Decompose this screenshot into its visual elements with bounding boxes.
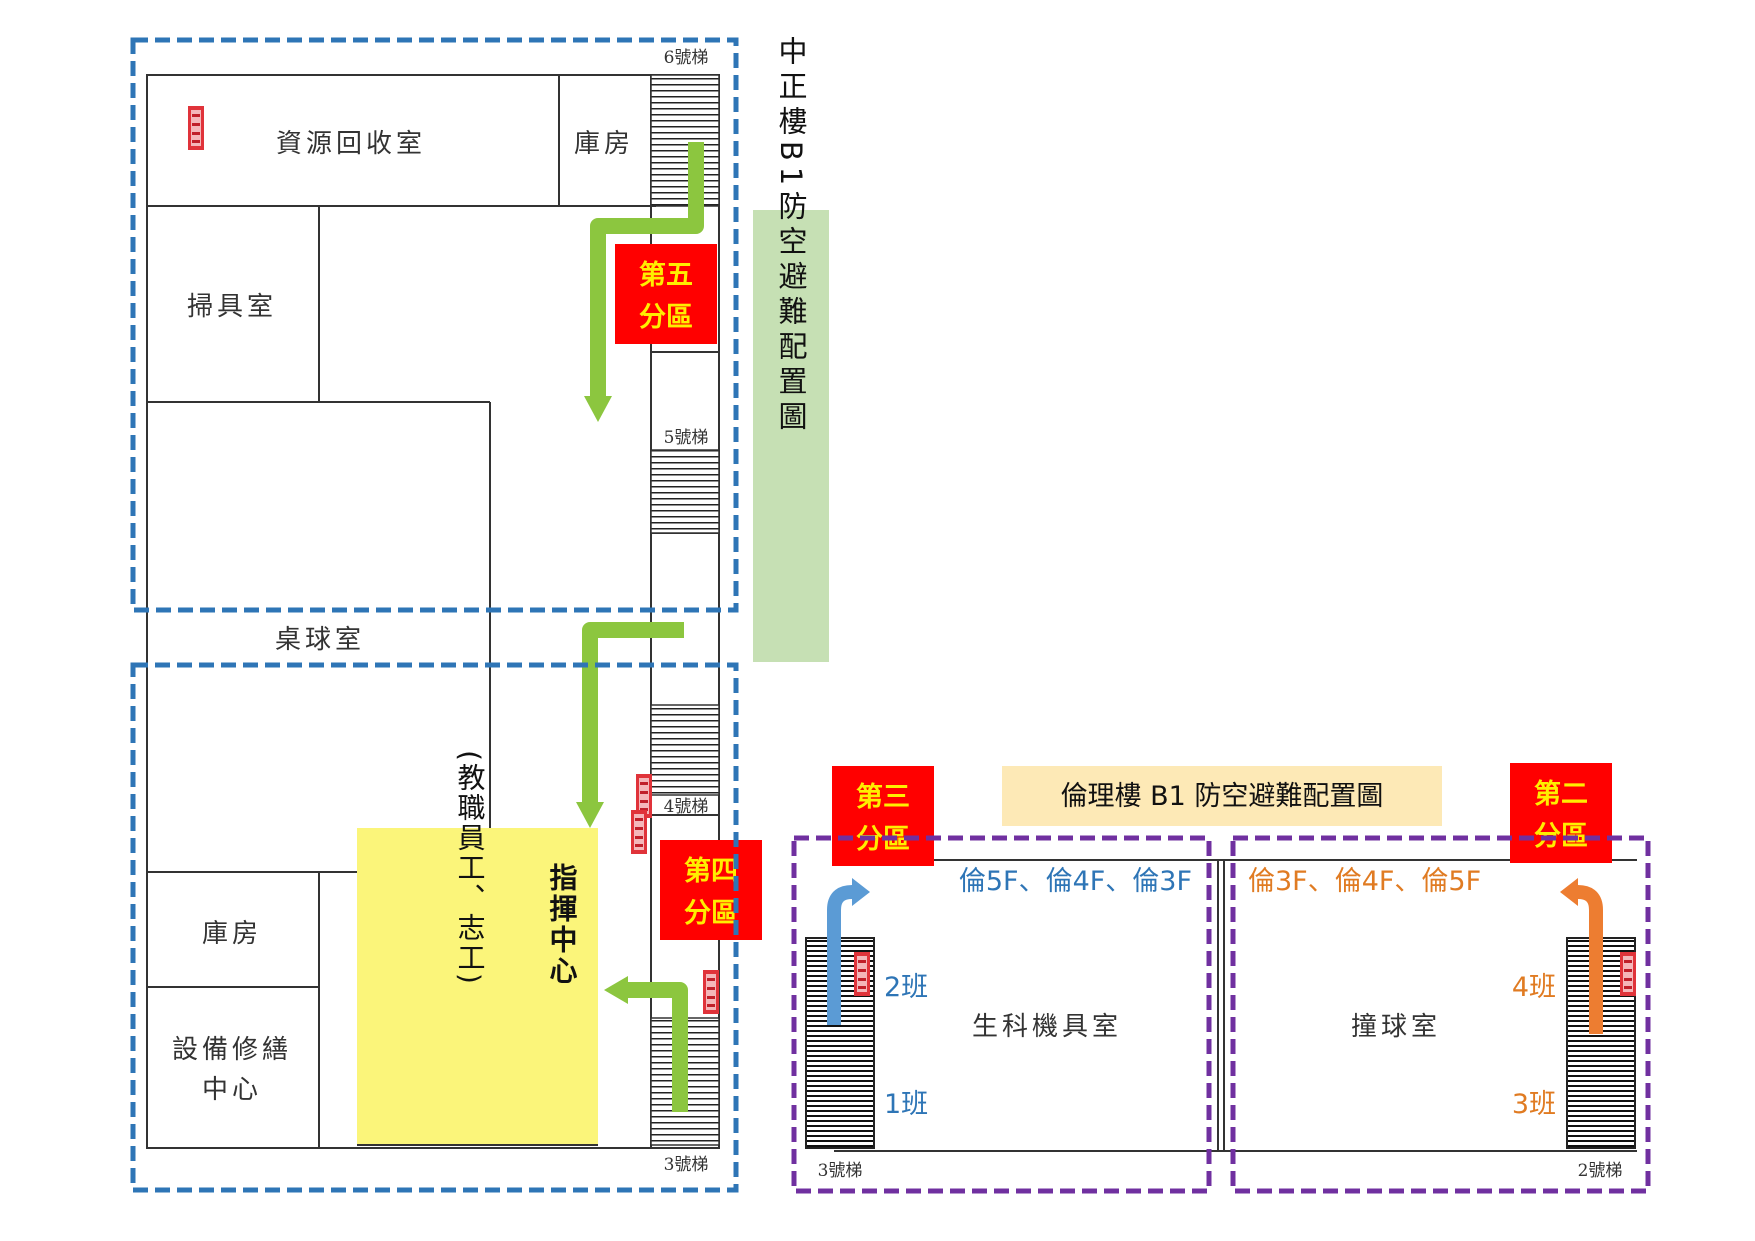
zone-5-line2: 分區 [639,302,693,333]
room-janitor: 掃具室 [187,292,277,322]
stair-4-treads [650,704,720,796]
district-lower-outline [130,662,739,1193]
zone-5-badge: 第五 分區 [615,244,717,344]
zone-4-badge: 第四 分區 [660,840,762,940]
zone-4-line2: 分區 [684,898,738,929]
extinguisher-icon [1620,952,1636,996]
room-storage-top: 庫房 [574,129,634,159]
extinguisher-icon [854,952,870,996]
evac-arrow-zone4 [582,622,684,806]
zone-4-line1: 第四 [684,855,738,887]
evac-arrow-command [626,982,688,1112]
zone-5-line1: 第五 [639,259,693,291]
floors-left: 倫5F、倫4F、倫3F [959,866,1192,897]
floors-right: 倫3F、倫4F、倫5F [1248,866,1481,897]
district-3-outline [791,835,1212,1194]
room-billiards: 桌球室 [275,625,365,655]
stair-6-treads [650,74,720,207]
zhongzheng-title: 中正樓B1防空避難配置圖 [774,35,808,436]
evac-arrow-left-up [827,885,856,1025]
room-pool-billiards: 撞球室 [1351,1012,1441,1042]
lunli-stair-3-label: 3號梯 [818,1161,863,1181]
zhongzheng-title-box [753,210,829,662]
lunli-title-box [1002,766,1442,826]
stair-3-label: 3號梯 [664,1155,709,1175]
zone-3-badge: 第三 分區 [832,766,934,866]
class-3-label: 3班 [1512,1089,1556,1120]
room-repair-line1: 設備修繕 [172,1035,292,1065]
class-4-label: 4班 [1512,972,1556,1003]
room-recycling: 資源回收室 [276,129,426,159]
zhongzheng-building: 資源回收室 庫房 掃具室 桌球室 庫房 設備修繕 中心 6號梯 5號梯 4號梯 … [130,35,829,1193]
command-center-title: 指揮中心 [546,863,579,987]
evac-arrow-zone5 [590,142,704,400]
stair-4-label: 4號梯 [664,797,709,817]
stair-6-label: 6號梯 [664,48,709,68]
room-repair-line2: 中心 [202,1075,262,1105]
command-center-staff: (教職員工、志工) [454,750,487,986]
zone-2-badge: 第二 分區 [1510,763,1612,863]
zone-3-line1: 第三 [856,781,910,813]
lunli-stair-2-label: 2號梯 [1578,1161,1623,1181]
stair-5-treads [650,449,720,534]
room-storage-bottom: 庫房 [202,919,262,949]
zone-2-line1: 第二 [1534,778,1588,810]
class-2-label: 2班 [884,972,928,1003]
command-center-area [357,828,598,1146]
district-upper-outline [130,37,739,613]
extinguisher-icon [703,970,719,1014]
district-2-outline [1230,835,1651,1194]
stair-5-label: 5號梯 [664,428,709,448]
lunli-building: 倫理樓 B1 防空避難配置圖 倫5F、倫4F、倫3F 倫3F、倫4F、倫5F 2… [791,763,1651,1194]
extinguisher-icon [631,810,647,854]
evac-arrow-right-up [1575,885,1603,1034]
lunli-title: 倫理樓 B1 防空避難配置圖 [1061,781,1384,812]
extinguisher-icon [188,106,204,150]
class-1-label: 1班 [884,1089,928,1120]
room-biology-equipment: 生科機具室 [972,1012,1122,1042]
